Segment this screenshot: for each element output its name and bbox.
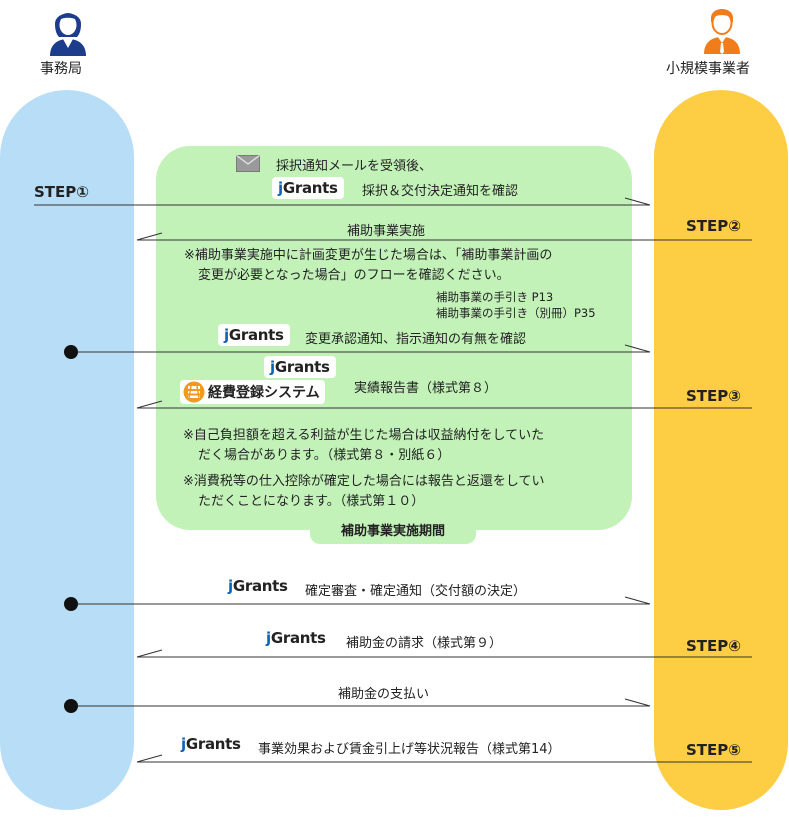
- step1-label: STEP①: [34, 183, 89, 201]
- jimukyoku-lane: [0, 90, 134, 810]
- expense-system-logo-icon: [183, 381, 205, 403]
- reference-guide: 補助事業の手引き P13: [436, 290, 554, 304]
- step4-label: STEP④: [686, 637, 741, 655]
- arrow-change-approval-head: [624, 344, 651, 353]
- step5-label: STEP⑤: [686, 741, 741, 759]
- step2-label: STEP②: [686, 217, 741, 235]
- event-dot: [64, 699, 78, 713]
- arrow-payment-head: [624, 698, 651, 707]
- note-profit-payment-line2: だく場合があります。（様式第８・別紙６）: [198, 448, 451, 463]
- message-adoption-notice-line2: 採択＆交付決定通知を確認: [362, 184, 519, 199]
- event-dot: [64, 345, 78, 359]
- message-project-implementation: 補助事業実施: [347, 224, 426, 239]
- arrow-step1-head: [624, 197, 651, 206]
- actor-left-label: 事務局: [40, 61, 82, 77]
- arrow-step2-head: [136, 232, 163, 241]
- jgrants-logo: jGrants: [181, 735, 241, 753]
- actor-right-label: 小規模事業者: [666, 61, 750, 77]
- message-subsidy-payment: 補助金の支払い: [338, 687, 430, 702]
- envelope-icon: [236, 154, 260, 172]
- jgrants-logo: jGrants: [264, 356, 336, 378]
- arrow-confirmation-head: [624, 596, 651, 605]
- message-effect-report: 事業効果および賃金引上げ等状況報告（様式第14）: [258, 742, 561, 757]
- business-owner-lane: [654, 90, 788, 810]
- expense-system-badge: 経費登録システム: [180, 380, 325, 404]
- male-person-icon: [700, 2, 744, 54]
- message-subsidy-claim: 補助金の請求（様式第９）: [346, 636, 503, 651]
- message-performance-report: 実績報告書（様式第８）: [354, 381, 498, 396]
- note-plan-change-line1: ※補助事業実施中に計画変更が生じた場合は、「補助事業計画の: [184, 248, 553, 263]
- message-adoption-notice-line1: 採択通知メールを受領後、: [276, 159, 433, 174]
- female-operator-icon: [46, 4, 90, 56]
- message-change-approval: 変更承認通知、指示通知の有無を確認: [305, 332, 527, 347]
- jgrants-logo: jGrants: [218, 324, 290, 346]
- note-consumption-tax-line2: ただくことになります。（様式第１０）: [198, 494, 425, 509]
- implementation-period-label: 補助事業実施期間: [310, 520, 476, 544]
- message-confirmation-review: 確定審査・確定通知（交付額の決定）: [305, 584, 527, 599]
- step3-label: STEP③: [686, 387, 741, 405]
- note-consumption-tax-line1: ※消費税等の仕入控除が確定した場合には報告と返還をしてい: [183, 474, 545, 489]
- reference-guide-appendix: 補助事業の手引き（別冊）P35: [436, 306, 596, 320]
- expense-system-name: 経費登録システム: [208, 385, 320, 401]
- jgrants-logo: jGrants: [228, 577, 288, 595]
- jgrants-logo: jGrants: [266, 629, 326, 647]
- note-profit-payment-line1: ※自己負担額を超える利益が生じた場合は収益納付をしていた: [183, 428, 545, 443]
- jgrants-logo: jGrants: [272, 177, 344, 199]
- note-plan-change-line2: 変更が必要となった場合」のフローを確認ください。: [198, 268, 510, 283]
- arrow-step4-head: [136, 649, 163, 658]
- arrow-step3-head: [136, 400, 163, 409]
- arrow-step5-head: [136, 754, 163, 763]
- event-dot: [64, 597, 78, 611]
